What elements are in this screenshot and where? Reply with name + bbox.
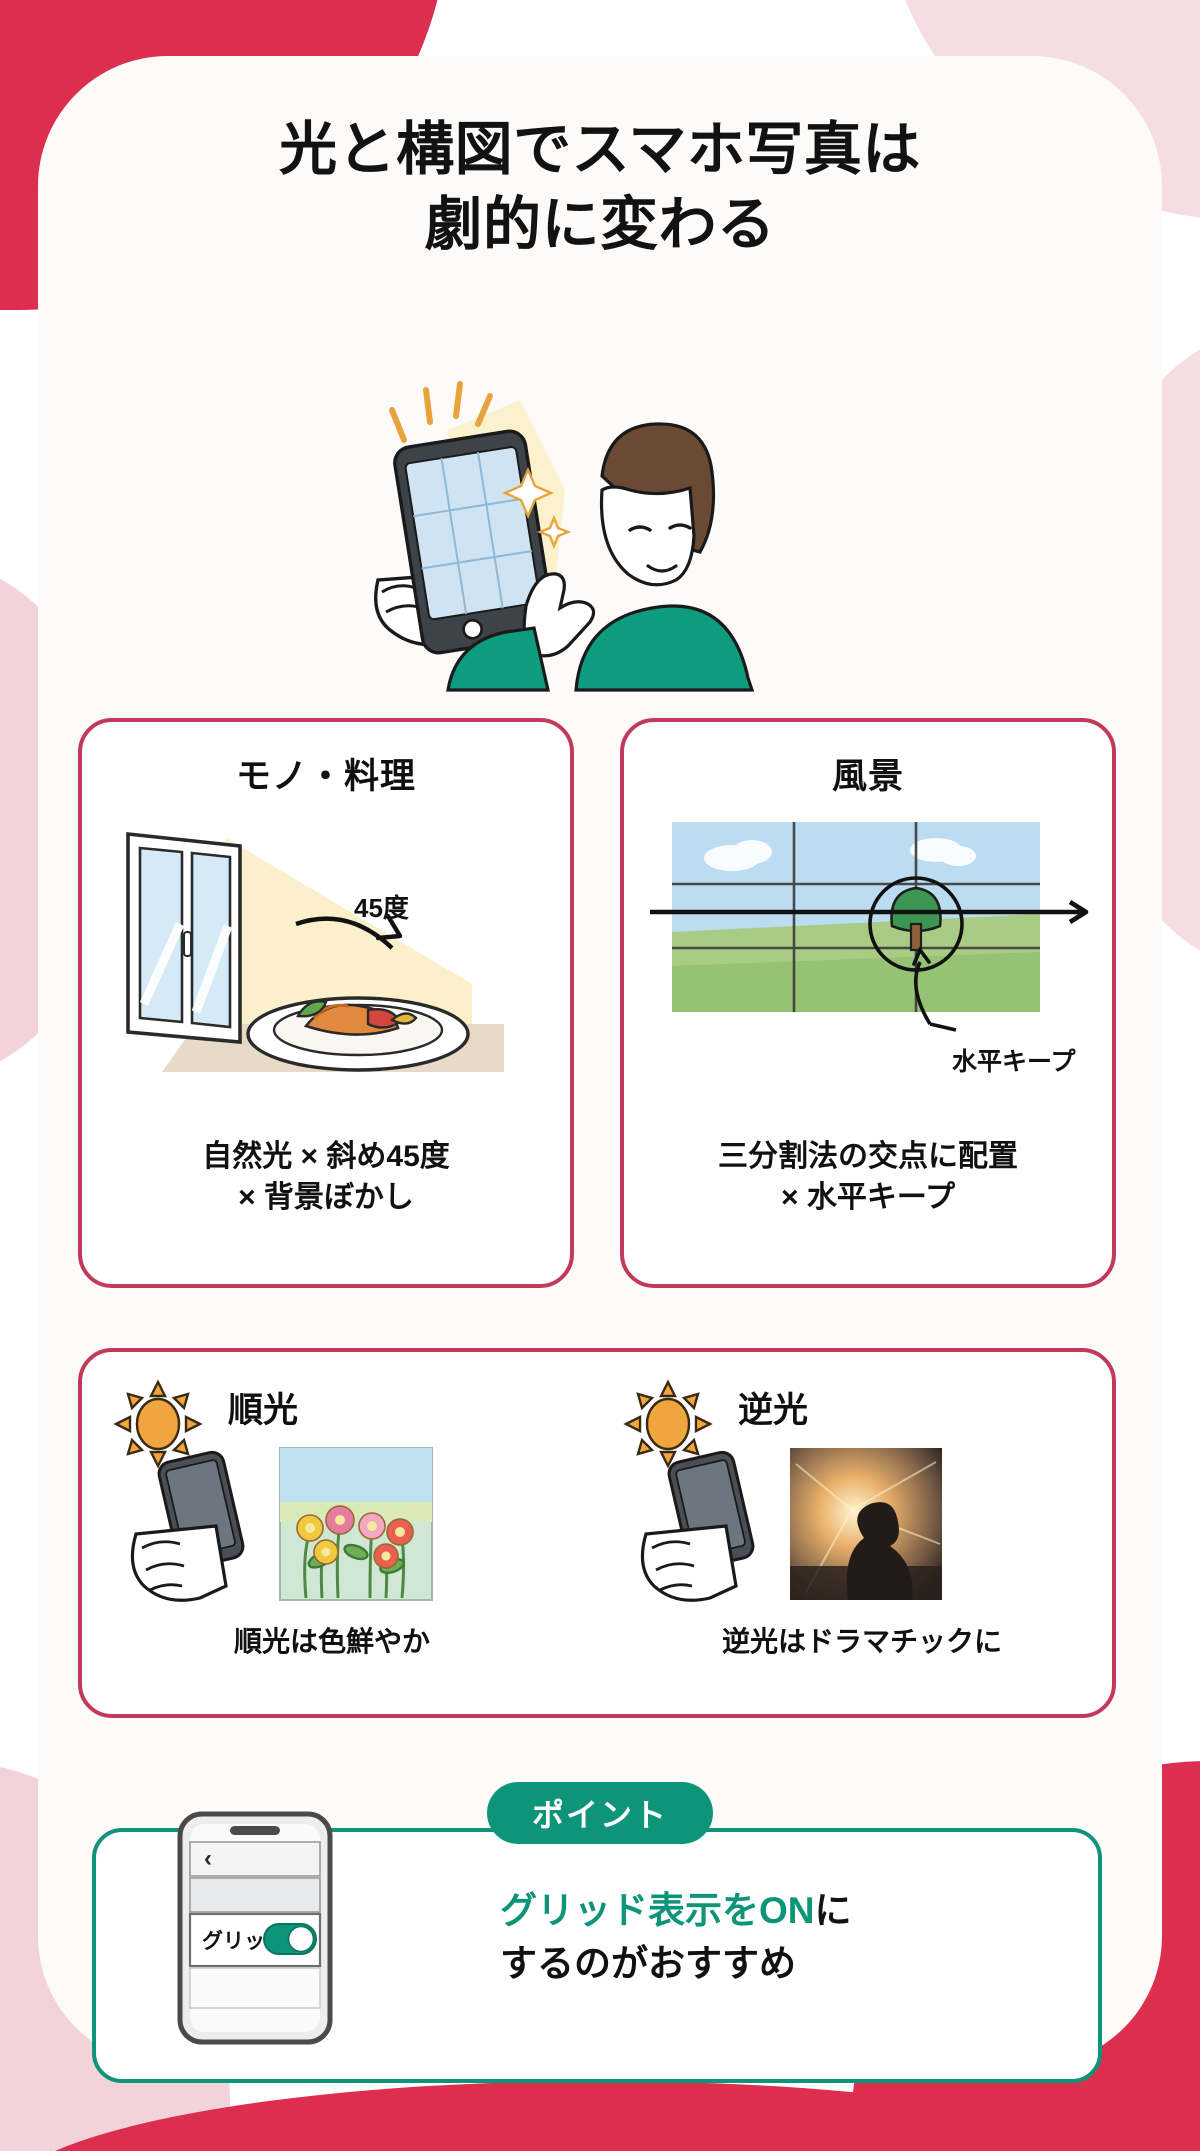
front-light-photo bbox=[279, 1447, 433, 1601]
sparkle-rays bbox=[389, 381, 493, 443]
angle-arrow bbox=[295, 913, 403, 950]
page-title-line1: 光と構図でスマホ写真は bbox=[279, 117, 921, 182]
page-title: 光と構図でスマホ写真は 劇的に変わる bbox=[0, 112, 1200, 263]
sun-icon-back bbox=[620, 1376, 716, 1472]
point-text: グリッド表示をONに するのがおすすめ bbox=[500, 1885, 1060, 1990]
point-badge: ポイント bbox=[487, 1782, 713, 1844]
sparkle-icon bbox=[502, 467, 572, 550]
sun-icon-front bbox=[110, 1376, 206, 1472]
card-landscape: 風景 bbox=[620, 718, 1116, 1288]
horizon-keep-annotation: 水平キープ bbox=[952, 1048, 1076, 1076]
card-landscape-illustration bbox=[646, 814, 1096, 1074]
smartphone-illustration bbox=[393, 429, 555, 655]
card-landscape-caption-line2: × 水平キープ bbox=[780, 1181, 956, 1215]
hand-phone-front bbox=[120, 1448, 270, 1608]
hero-illustration bbox=[330, 370, 755, 692]
grid-toggle bbox=[263, 1923, 317, 1955]
tree-icon bbox=[890, 886, 942, 952]
front-light-heading: 順光 bbox=[228, 1391, 299, 1430]
card-landscape-title: 風景 bbox=[831, 757, 904, 796]
card-object-caption-line2: × 背景ぼかし bbox=[238, 1181, 414, 1215]
back-light-caption: 逆光はドラマチックに bbox=[721, 1626, 1002, 1657]
phone-settings-illustration: ‹ グリッド bbox=[152, 1804, 364, 2045]
cloud-icon bbox=[704, 838, 976, 871]
page-title-line2: 劇的に変わる bbox=[424, 192, 776, 258]
point-text-tail: に bbox=[814, 1890, 852, 1931]
point-text-line2: するのがおすすめ bbox=[500, 1942, 796, 1984]
back-light-photo bbox=[790, 1448, 942, 1600]
card-object-illustration bbox=[100, 804, 560, 1094]
card-object-and-food: モノ・料理 bbox=[78, 718, 574, 1288]
angle-label: 45度 bbox=[354, 893, 409, 923]
card-light-direction: 順光 bbox=[78, 1348, 1116, 1718]
point-text-highlight: グリッド表示をON bbox=[500, 1890, 815, 1931]
plate-with-food bbox=[246, 996, 470, 1072]
card-landscape-caption-line1: 三分割法の交点に配置 bbox=[718, 1140, 1018, 1173]
hand-phone-back bbox=[630, 1448, 780, 1608]
person-head bbox=[599, 422, 716, 587]
card-object-title: モノ・料理 bbox=[235, 757, 416, 796]
window-icon bbox=[126, 831, 242, 1044]
front-light-caption: 順光は色鮮やか bbox=[233, 1626, 430, 1657]
phone-back-chevron: ‹ bbox=[204, 1845, 212, 1872]
back-light-heading: 逆光 bbox=[738, 1391, 809, 1430]
annotation-pointer bbox=[912, 946, 957, 1032]
card-object-caption-line1: 自然光 × 斜め45度 bbox=[202, 1140, 450, 1173]
